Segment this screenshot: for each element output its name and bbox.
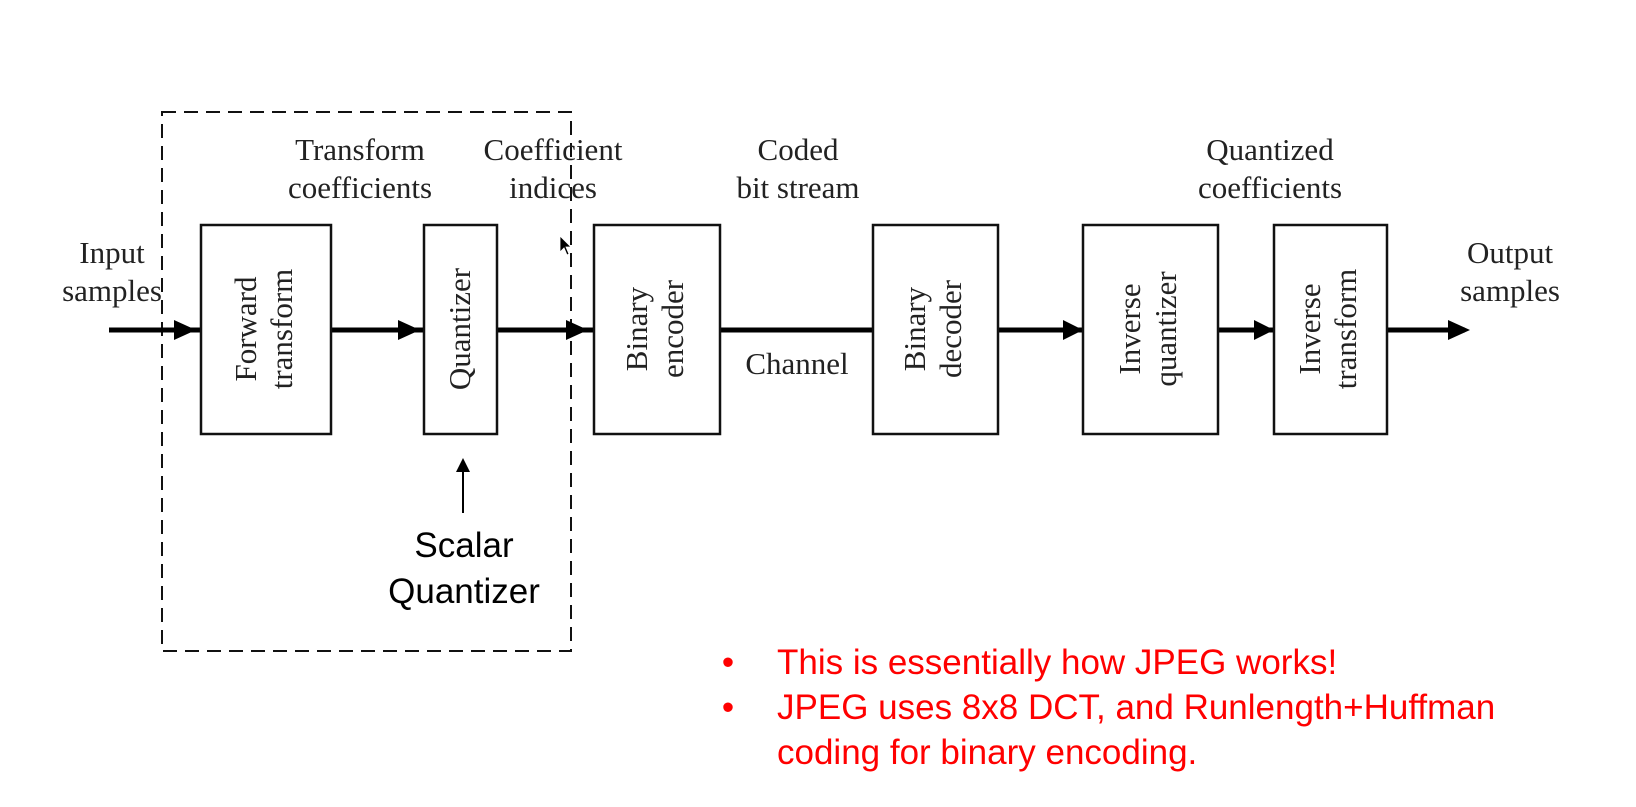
binary-encoder-label-2: encoder xyxy=(655,279,690,378)
coefficient-indices-label-1: Coefficient xyxy=(484,132,623,167)
note-text: This is essentially how JPEG works! xyxy=(777,643,1338,682)
arrowhead-icon xyxy=(1063,320,1083,340)
forward-transform-label-2: transform xyxy=(264,269,299,390)
arrowhead-icon xyxy=(174,320,196,340)
note-text: JPEG uses 8x8 DCT, and Runlength+Huffman… xyxy=(777,688,1496,772)
binary-decoder-label-2: decoder xyxy=(933,279,968,378)
inverse-transform-block xyxy=(1272,223,1389,436)
input-label-1: Input xyxy=(79,235,145,270)
coefficient-indices-label-2: indices xyxy=(509,170,597,205)
arrowhead-icon xyxy=(398,320,420,340)
input-label-2: samples xyxy=(62,273,162,308)
mouse-cursor-icon xyxy=(559,235,572,256)
channel-label: Channel xyxy=(745,346,848,381)
scalar-quantizer-label-1: Scalar xyxy=(414,526,514,565)
quantizer-block xyxy=(422,223,499,436)
forward-transform-label-1: Forward xyxy=(228,276,263,382)
forward-transform-block xyxy=(199,223,333,436)
arrowhead-icon xyxy=(1448,320,1470,340)
quantizer-label: Quantizer xyxy=(442,267,477,390)
binary-decoder-label-1: Binary xyxy=(897,286,932,371)
binary-decoder-block xyxy=(871,223,1000,436)
coded-bit-stream-label-1: Coded xyxy=(758,132,839,167)
scalar-quantizer-pointer xyxy=(456,458,470,513)
bullet-icon: • xyxy=(721,643,735,682)
binary-encoder-label-1: Binary xyxy=(619,286,654,371)
blocks xyxy=(199,223,1389,436)
quantized-coefficients-label-1: Quantized xyxy=(1206,132,1334,167)
bullet-icon: • xyxy=(721,688,735,727)
output-label-1: Output xyxy=(1467,235,1554,270)
transform-coefficients-label-1: Transform xyxy=(295,132,425,167)
note-item: • JPEG uses 8x8 DCT, and Runlength+Huffm… xyxy=(718,685,1567,775)
quantized-coefficients-label-2: coefficients xyxy=(1198,170,1342,205)
scalar-quantizer-highlight-box xyxy=(161,111,572,652)
inverse-transform-label-2: transform xyxy=(1328,269,1363,390)
arrowhead-icon xyxy=(1254,320,1274,340)
arrowhead-icon xyxy=(566,320,588,340)
inverse-quantizer-label-1: Inverse xyxy=(1112,283,1147,374)
up-arrow-icon xyxy=(456,458,470,472)
output-label-2: samples xyxy=(1460,273,1560,308)
arrowheads xyxy=(174,320,1470,340)
inverse-transform-label-1: Inverse xyxy=(1292,283,1327,374)
scalar-quantizer-label-2: Quantizer xyxy=(388,572,540,611)
notes-list: • This is essentially how JPEG works! • … xyxy=(718,640,1618,775)
note-item: • This is essentially how JPEG works! xyxy=(718,640,1618,685)
inverse-quantizer-label-2: quantizer xyxy=(1148,271,1183,387)
inverse-quantizer-block xyxy=(1081,223,1220,436)
coded-bit-stream-label-2: bit stream xyxy=(736,170,859,205)
transform-coefficients-label-2: coefficients xyxy=(288,170,432,205)
binary-encoder-block xyxy=(592,223,722,436)
